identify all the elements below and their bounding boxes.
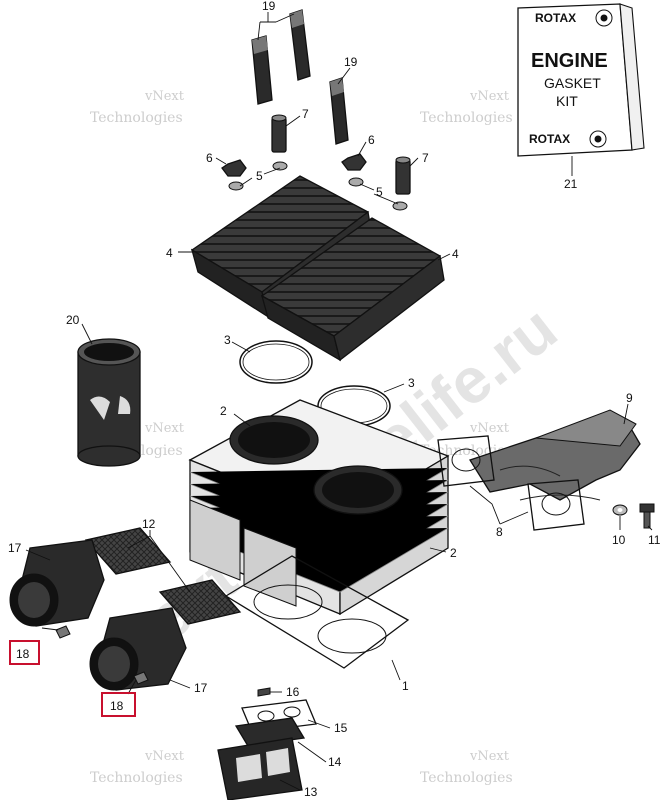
screw-16	[257, 687, 271, 697]
callout-9: 9	[626, 391, 633, 405]
callout-1: 1	[402, 679, 409, 693]
sleeve-19-right	[329, 77, 349, 145]
watermark-top-right: vNext Technologies	[420, 89, 513, 126]
svg-text:Technologies: Technologies	[420, 110, 513, 126]
callout-12: 12	[142, 517, 156, 531]
kit-line3: KIT	[556, 93, 578, 109]
washers-5	[228, 161, 408, 211]
highlight-box-18-right	[101, 692, 136, 717]
svg-text:vNext: vNext	[144, 421, 185, 436]
stud-7-right	[395, 156, 411, 195]
callout-6a: 6	[206, 151, 213, 165]
callout-3b: 3	[408, 376, 415, 390]
leader-lines	[25, 12, 653, 791]
callout-17a: 17	[8, 541, 22, 555]
svg-text:Technologies: Technologies	[90, 770, 183, 786]
callout-13: 13	[304, 785, 318, 799]
sleeve-19-middle	[289, 9, 311, 81]
base-gasket-1	[224, 555, 410, 669]
svg-text:Technologies: Technologies	[420, 770, 513, 786]
kit-line2: GASKET	[544, 75, 601, 91]
callout-14: 14	[328, 755, 342, 769]
callout-21: 21	[564, 177, 578, 191]
cylinder-head-right	[260, 217, 445, 362]
exhaust-manifold-9	[469, 409, 641, 501]
callout-2b: 2	[450, 546, 457, 560]
kit-title: ENGINE	[531, 50, 608, 72]
cylinder-sleeve-20	[77, 338, 141, 467]
callout-5b: 5	[376, 185, 383, 199]
reed-valve-12-upper	[84, 527, 172, 575]
callout-8: 8	[496, 525, 503, 539]
highlight-box-18-left	[9, 640, 40, 665]
sleeve-19-left	[251, 35, 273, 105]
callout-7b: 7	[422, 151, 429, 165]
intake-manifold-17-right	[89, 607, 187, 691]
callout-15: 15	[334, 721, 348, 735]
reed-block-13	[217, 737, 303, 800]
kit-brand-bottom: ROTAX	[529, 132, 570, 146]
callout-19a: 19	[262, 0, 276, 13]
watermark-top-left: vNext Technologies	[90, 89, 185, 126]
callout-4b: 4	[452, 247, 459, 261]
nut-6-right	[341, 153, 367, 171]
kit-brand-top: ROTAX	[535, 11, 576, 25]
svg-text:vNext: vNext	[469, 749, 510, 764]
svg-text:vNext: vNext	[144, 89, 185, 104]
intake-manifold-17-left	[9, 539, 105, 627]
stud-7-left	[271, 114, 287, 153]
gasket-kit-package: ROTAX ENGINE GASKET KIT ROTAX	[517, 3, 645, 157]
callout-7a: 7	[302, 107, 309, 121]
svg-text:vNext: vNext	[469, 421, 510, 436]
callout-19b: 19	[344, 55, 358, 69]
callout-18a: 18	[16, 647, 30, 661]
o-ring-3-left	[239, 340, 313, 384]
callout-labels: 19 19 7 7 6 6 5 5 4 4 20 3 3 2 2 1 9 8 1…	[8, 0, 661, 799]
exhaust-gaskets-8	[437, 435, 585, 531]
nut-6-left	[221, 159, 247, 177]
callout-18b: 18	[110, 699, 124, 713]
callout-17b: 17	[194, 681, 208, 695]
callout-20: 20	[66, 313, 80, 327]
callout-11: 11	[648, 533, 661, 547]
screw-18-left	[55, 625, 71, 639]
svg-text:Technologies: Technologies	[90, 110, 183, 126]
callout-3a: 3	[224, 333, 231, 347]
screw-11	[639, 503, 655, 529]
svg-text:vNext: vNext	[144, 749, 185, 764]
callout-6b: 6	[368, 133, 375, 147]
screw-18-right	[133, 671, 149, 685]
callout-4a: 4	[166, 246, 173, 260]
callout-2a: 2	[220, 404, 227, 418]
reed-valve-12-lower	[158, 579, 242, 625]
svg-text:vNext: vNext	[469, 89, 510, 104]
callout-16: 16	[286, 685, 300, 699]
cylinder-block-2	[188, 399, 450, 616]
washer-10	[612, 504, 628, 516]
callout-5a: 5	[256, 169, 263, 183]
watermark-bottom-right: vNext Technologies	[420, 749, 513, 786]
callout-10: 10	[612, 533, 626, 547]
watermark-bottom-left: vNext Technologies	[90, 749, 185, 786]
